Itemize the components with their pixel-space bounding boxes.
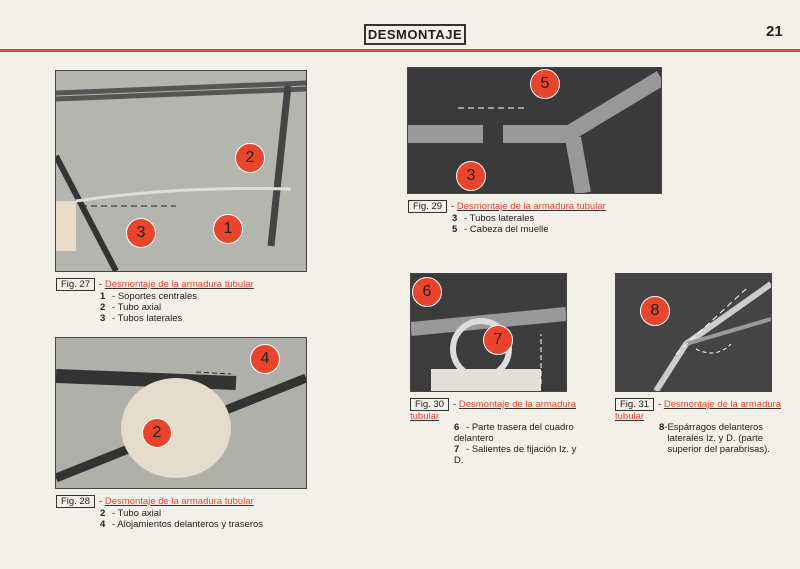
page-number: 21 bbox=[766, 23, 783, 40]
fig-label: Fig. 30 bbox=[410, 398, 450, 411]
legend-item: 1- Soportes centrales bbox=[100, 291, 198, 302]
caption-fig-30: Fig. 30- Desmontaje de la armadura tubul… bbox=[410, 398, 580, 466]
caption-title: Desmontaje de la armadura tubular bbox=[615, 399, 782, 422]
caption-fig-28: Fig. 28- Desmontaje de la armadura tubul… bbox=[56, 495, 263, 530]
legend-item: 2- Tubo axial bbox=[100, 508, 162, 519]
photo-fig-31 bbox=[615, 273, 772, 392]
caption-title: Desmontaje de la armadura tubular bbox=[104, 279, 254, 290]
callout-8: 8 bbox=[640, 296, 670, 326]
legend-item: 8- Espárragos delanteros laterales Iz. y… bbox=[659, 422, 770, 455]
legend-item: 5- Cabeza del muelle bbox=[452, 224, 549, 235]
caption-title: Desmontaje de la armadura tubular bbox=[104, 496, 254, 507]
callout-3: 3 bbox=[126, 218, 156, 248]
photo-fig-29 bbox=[407, 67, 662, 194]
fig-label: Fig. 31 bbox=[615, 398, 655, 411]
callout-6: 6 bbox=[412, 277, 442, 307]
legend-item: 3- Tubos laterales bbox=[100, 313, 183, 324]
caption-fig-27: Fig. 27- Desmontaje de la armadura tubul… bbox=[56, 278, 254, 324]
callout-3: 3 bbox=[456, 161, 486, 191]
fig-label: Fig. 27 bbox=[56, 278, 96, 291]
legend-item: 3- Tubos laterales bbox=[452, 213, 535, 224]
section-title: DESMONTAJE bbox=[364, 24, 466, 45]
callout-1: 1 bbox=[213, 214, 243, 244]
legend-item: 6- Parte trasera del cuadro delantero bbox=[454, 422, 574, 444]
caption-title: Desmontaje de la armadura tubular bbox=[456, 201, 606, 212]
callout-2: 2 bbox=[142, 418, 172, 448]
legend-item: 4- Alojamientos delanteros y traseros bbox=[100, 519, 264, 530]
fig-label: Fig. 29 bbox=[408, 200, 448, 213]
caption-fig-29: Fig. 29- Desmontaje de la armadura tubul… bbox=[408, 200, 606, 235]
callout-5: 5 bbox=[530, 69, 560, 99]
fig-label: Fig. 28 bbox=[56, 495, 96, 508]
callout-2: 2 bbox=[235, 143, 265, 173]
legend-item: 2- Tubo axial bbox=[100, 302, 162, 313]
caption-title: Desmontaje de la armadura tubular bbox=[410, 399, 577, 422]
callout-7: 7 bbox=[483, 325, 513, 355]
callout-4: 4 bbox=[250, 344, 280, 374]
header-rule bbox=[0, 49, 800, 52]
caption-fig-31: Fig. 31- Desmontaje de la armadura tubul… bbox=[615, 398, 790, 455]
photo-fig-27 bbox=[55, 70, 307, 272]
legend-item: 7- Salientes de fijación Iz. y D. bbox=[454, 444, 577, 466]
